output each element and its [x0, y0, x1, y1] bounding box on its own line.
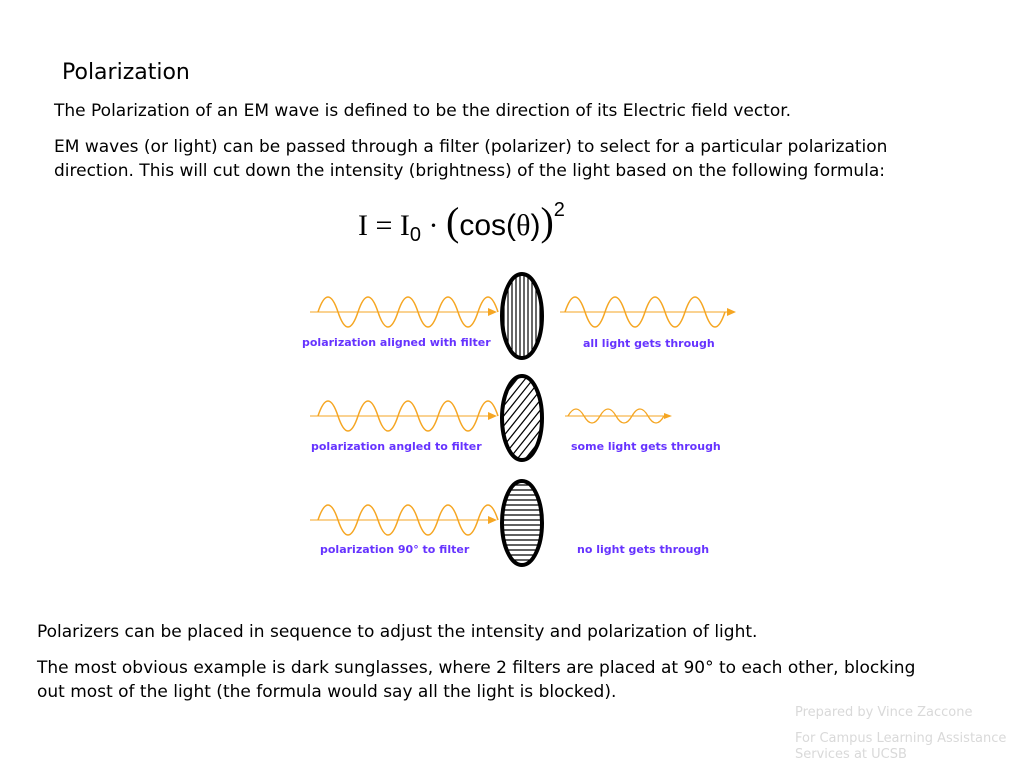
polarizer-filter [500, 374, 544, 462]
incoming-wave [317, 504, 499, 536]
incoming-wave [317, 296, 499, 328]
right-label: some light gets through [571, 440, 721, 453]
formula-dot: · [428, 209, 439, 242]
row-aligned: polarization aligned with filter all lig… [302, 272, 736, 360]
formula-theta: θ [516, 209, 531, 242]
formula-i0: I [399, 209, 410, 242]
polarizer-filter [500, 272, 544, 360]
formula-exponent: 2 [553, 199, 565, 221]
arrow-head [727, 308, 736, 316]
formula-close-inner: ) [530, 209, 541, 242]
sequence-paragraph: Polarizers can be placed in sequence to … [37, 622, 758, 642]
arrow-head [488, 412, 497, 420]
right-label: no light gets through [577, 543, 709, 556]
incoming-wave [317, 400, 499, 432]
formula-close-paren: ) [540, 199, 554, 244]
polarizer-filter [500, 479, 544, 567]
filter-lines-horizontal [502, 484, 542, 561]
polarization-filter-diagram: polarization aligned with filter all lig… [302, 272, 736, 567]
formula-i0-subscript: 0 [409, 224, 422, 246]
arrow-head [664, 413, 672, 419]
formula-lhs: I [358, 209, 368, 242]
slide-title: Polarization [62, 60, 190, 85]
formula-open-paren: ( [446, 199, 460, 244]
row-perpendicular: polarization 90° to filter no light gets… [310, 479, 709, 567]
arrow-head [488, 516, 497, 524]
definition-paragraph: The Polarization of an EM wave is define… [54, 101, 792, 121]
left-label: polarization aligned with filter [302, 336, 491, 349]
formula-equals: = [375, 209, 393, 242]
credit-author: Prepared by Vince Zaccone [795, 705, 973, 720]
left-label: polarization 90° to filter [320, 543, 470, 556]
formula-cos: cos( [459, 209, 517, 242]
malus-law-formula: I = I0 · (cos(θ))2 [358, 198, 565, 247]
left-label: polarization angled to filter [311, 440, 482, 453]
filter-paragraph: EM waves (or light) can be passed throug… [54, 137, 888, 181]
credit-organization: For Campus Learning Assistance Services … [795, 731, 1007, 762]
right-label: all light gets through [583, 337, 715, 350]
arrow-head [488, 308, 497, 316]
sunglasses-paragraph: The most obvious example is dark sunglas… [37, 658, 916, 702]
